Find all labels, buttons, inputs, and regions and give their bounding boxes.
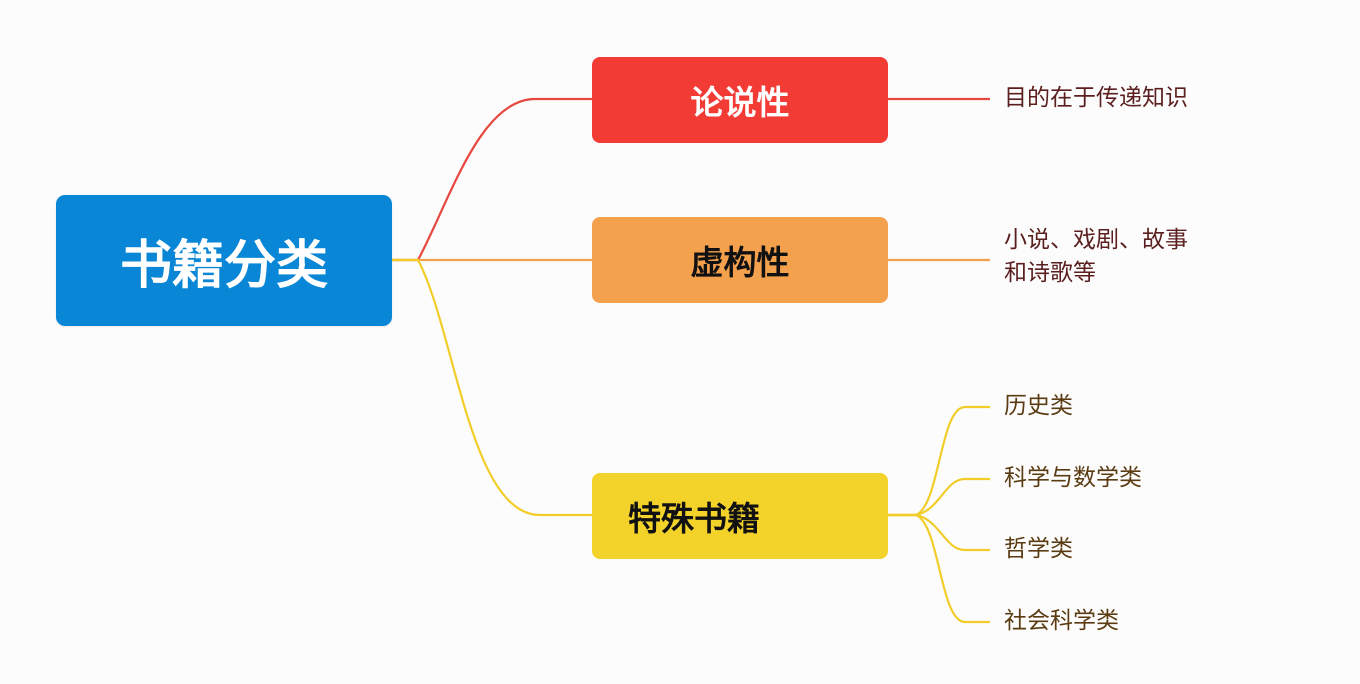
leaf-3-4[interactable]: 社会科学类 [1004,605,1119,638]
branch-node-1[interactable]: 论说性 [592,57,888,143]
root-label: 书籍分类 [119,236,328,296]
link-branch-3-to-leaf-3 [888,513,990,552]
branch-node-2[interactable]: 虚构性 [592,217,888,303]
leaf-3-2-text: 科学与数学类 [1004,465,1142,491]
leaf-2-1[interactable]: 小说、戏剧、故事 和诗歌等 [1004,224,1188,291]
leaf-1-1-text: 目的在于传递知识 [1004,85,1188,111]
link-branch-3-to-leaf-2 [888,477,990,517]
link-root-to-branch-3 [392,258,592,517]
leaf-3-1-text: 历史类 [1004,393,1073,419]
branch-2-label: 虚构性 [690,243,790,282]
leaf-1-1[interactable]: 目的在于传递知识 [1004,82,1188,115]
leaf-3-3[interactable]: 哲学类 [1004,533,1073,566]
branch-1-label: 论说性 [690,83,790,122]
leaf-3-1[interactable]: 历史类 [1004,390,1073,423]
root-node[interactable]: 书籍分类 [56,195,392,326]
link-root-to-branch-1 [392,97,592,262]
leaf-3-4-text: 社会科学类 [1004,608,1119,634]
branch-node-3[interactable]: 特殊书籍 [592,473,888,559]
leaf-3-2[interactable]: 科学与数学类 [1004,462,1142,495]
link-branch-3-to-leaf-1 [888,405,990,517]
link-branch-3-to-leaf-4 [888,513,990,624]
leaf-3-3-text: 哲学类 [1004,536,1073,562]
leaf-2-1-line-2: 和诗歌等 [1004,260,1096,287]
leaf-2-1-line-1: 小说、戏剧、故事 [1004,227,1188,253]
branch-3-label: 特殊书籍 [628,499,760,538]
